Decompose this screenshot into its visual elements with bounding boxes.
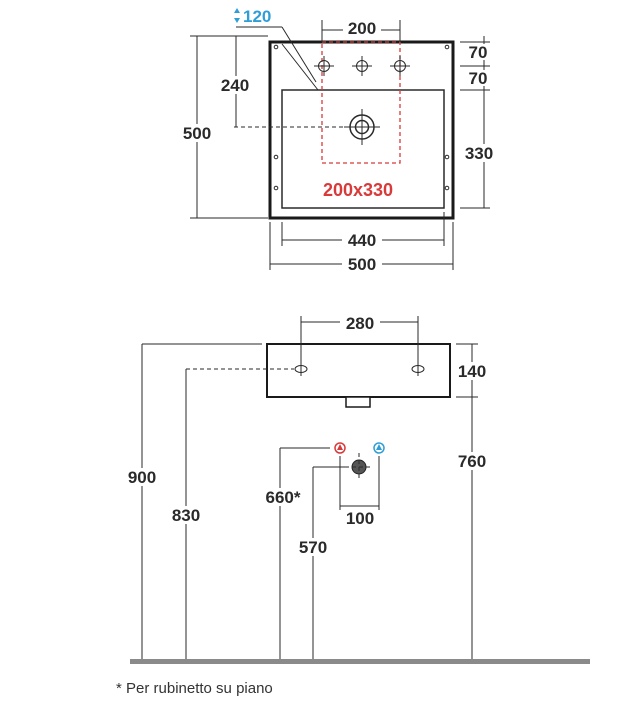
cold-supply-icon: [373, 442, 385, 454]
front-view: 280 140 760 900 830: [122, 314, 590, 664]
depth-offset-label: 240: [221, 76, 249, 95]
tap-height-label: 120: [243, 7, 271, 26]
outlet-height-label: 660*: [266, 488, 301, 507]
floor-line: [130, 659, 590, 664]
hot-supply-icon: [334, 442, 346, 454]
tap-height-arrow-icon: [234, 8, 240, 23]
fixing-hole: [273, 154, 279, 160]
trap-height-label: 570: [299, 538, 327, 557]
basin-width-label: 440: [348, 231, 376, 250]
trap-outlet-icon: [345, 453, 373, 481]
floor-to-bottom-label: 760: [458, 452, 486, 471]
rear-step-2-label: 70: [469, 69, 488, 88]
tap-area-zone: [321, 41, 401, 164]
footnote: * Per rubinetto su piano: [116, 680, 273, 697]
drain-icon: [344, 109, 380, 145]
fixing-hole: [273, 185, 279, 191]
total-width-label: 500: [348, 255, 376, 274]
bowl-outline: [281, 89, 445, 209]
thickness-label: 140: [458, 362, 486, 381]
tap-hole-center: [352, 56, 372, 76]
floor-to-top-label: 900: [128, 468, 156, 487]
corner-slope-line: [281, 43, 319, 91]
tap-hole-right: [390, 56, 410, 76]
top-view: 120 200 240 500 70 70 330 200x330: [178, 7, 500, 274]
tap-spacing-label: 200: [348, 19, 376, 38]
hole-spacing-label: 280: [346, 314, 374, 333]
fixing-hole: [444, 154, 450, 160]
fixing-hole: [273, 44, 279, 50]
drain-stub: [345, 396, 371, 408]
tap-area-label: 200x330: [323, 180, 393, 200]
supply-spacing-label: 100: [346, 509, 374, 528]
basin-depth-label: 330: [465, 144, 493, 163]
rear-step-1-label: 70: [469, 43, 488, 62]
fixing-hole: [444, 185, 450, 191]
basin-outline: [268, 40, 455, 220]
tap-hole-left: [314, 56, 334, 76]
basin-front-outline: [266, 343, 451, 398]
fixing-hole: [444, 44, 450, 50]
tap-height-leader: [281, 26, 317, 83]
depth-total-label: 500: [183, 124, 211, 143]
floor-to-holes-label: 830: [172, 506, 200, 525]
